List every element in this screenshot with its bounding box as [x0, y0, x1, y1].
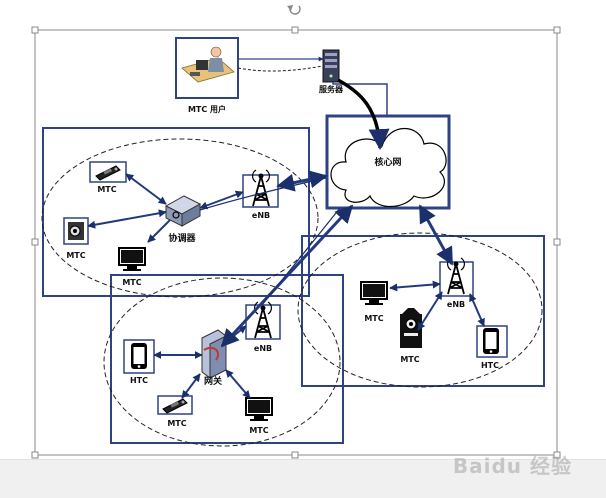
- htc-phone-right[interactable]: HTC: [476, 325, 508, 370]
- coordinator-to-core-link: [199, 177, 327, 211]
- core-network[interactable]: 核心网: [325, 114, 451, 210]
- enb-right-links: [389, 280, 485, 331]
- coordinator-enb-to-core-link: [276, 170, 328, 192]
- slide-selection-frame: [31, 26, 561, 459]
- enb-label: eNB: [254, 344, 272, 353]
- gateway-coverage-ellipse: [103, 277, 341, 447]
- enb-label: eNB: [447, 300, 465, 309]
- htc-label: HTC: [130, 376, 148, 385]
- server-icon: [322, 49, 340, 83]
- gateway-to-core-link: [220, 204, 354, 348]
- server-label: 服务器: [319, 84, 344, 94]
- monitor-icon: [360, 281, 388, 305]
- baidu-watermark: Baidu 经验: [452, 454, 572, 478]
- rotate-handle-icon[interactable]: [287, 5, 301, 15]
- user-workstation-icon: [181, 46, 235, 83]
- monitor-icon: [118, 247, 146, 271]
- gateway-icon: [201, 329, 227, 379]
- coordinator-links: [87, 173, 244, 243]
- coordinator[interactable]: 协调器: [164, 195, 202, 244]
- alarm-icon: [400, 308, 422, 348]
- mtc-handset-top[interactable]: MTC: [89, 161, 127, 194]
- htc-phone-gateway[interactable]: HTC: [123, 339, 155, 385]
- htc-label: HTC: [481, 361, 499, 370]
- phone-icon: [131, 343, 147, 369]
- mtc-alarm[interactable]: MTC: [400, 308, 422, 364]
- monitor-icon: [245, 397, 273, 421]
- router-icon: [164, 195, 202, 227]
- core-network-label: 核心网: [374, 156, 401, 168]
- phone-icon: [483, 328, 499, 354]
- mtc-label: MTC: [364, 314, 383, 323]
- bottom-bar: [0, 459, 606, 498]
- mtc-label: MTC: [66, 251, 85, 260]
- gateway-label: 网关: [204, 375, 222, 387]
- enb-label: eNB: [252, 211, 270, 220]
- user-server-link: [237, 56, 324, 72]
- gateway[interactable]: 网关: [201, 329, 227, 387]
- mtc-user-label: MTC 用户: [188, 104, 226, 114]
- mtc-label: MTC: [400, 355, 419, 364]
- server[interactable]: 服务器: [319, 49, 344, 94]
- mtc-user[interactable]: MTC 用户: [175, 37, 239, 114]
- enb-right-to-core-link: [418, 204, 454, 266]
- mtc-monitor-left[interactable]: MTC: [118, 247, 146, 287]
- mtc-monitor-right[interactable]: MTC: [360, 281, 388, 323]
- mtc-label: MTC: [249, 426, 268, 435]
- enb-coverage-ellipse: [297, 232, 543, 388]
- mtc-handset-bottom[interactable]: MTC: [157, 395, 193, 428]
- mtc-label: MTC: [167, 419, 186, 428]
- mtc-label: MTC: [97, 185, 116, 194]
- enb-right[interactable]: eNB: [439, 257, 474, 309]
- server-to-core-link: [337, 78, 390, 151]
- enb-coordinator[interactable]: eNB: [242, 169, 279, 220]
- gateway-enb-to-core-link: [261, 207, 341, 306]
- cloud-icon: [330, 128, 447, 208]
- coordinator-label: 协调器: [168, 232, 196, 244]
- mtc-camera[interactable]: MTC: [63, 217, 89, 260]
- mtc-monitor-bottom[interactable]: MTC: [245, 397, 273, 435]
- server-to-core-box-link: [332, 82, 388, 116]
- mtc-label: MTC: [122, 278, 141, 287]
- camera-icon: [68, 222, 84, 240]
- enb-gateway[interactable]: eNB: [245, 301, 281, 353]
